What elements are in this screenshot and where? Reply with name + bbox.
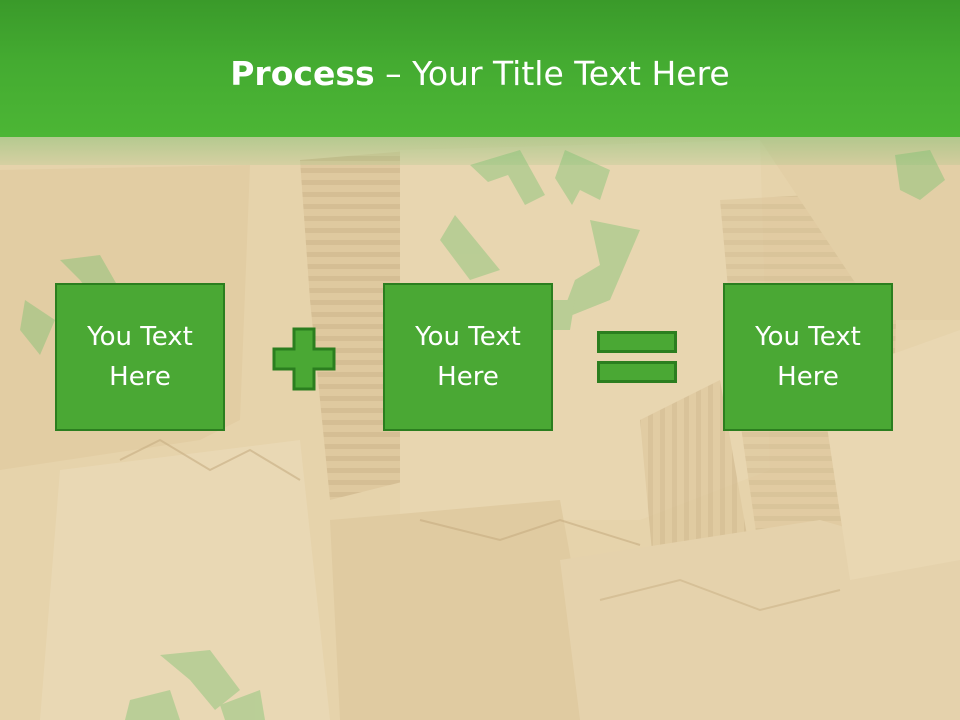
- plus-icon: [272, 327, 336, 391]
- process-box-3-label: You Text Here: [755, 322, 861, 392]
- title-bar: [0, 0, 960, 137]
- process-box-1[interactable]: You Text Here: [55, 283, 225, 431]
- process-box-1-label: You Text Here: [87, 322, 193, 392]
- slide-title[interactable]: Process – Your Title Text Here: [0, 52, 960, 96]
- slide-title-rest: – Your Title Text Here: [374, 54, 730, 93]
- title-bar-shadow: [0, 137, 960, 165]
- equals-icon: [597, 331, 677, 383]
- process-box-3[interactable]: You Text Here: [723, 283, 893, 431]
- process-box-2[interactable]: You Text Here: [383, 283, 553, 431]
- process-box-2-label: You Text Here: [415, 322, 521, 392]
- slide-title-bold: Process: [230, 54, 375, 93]
